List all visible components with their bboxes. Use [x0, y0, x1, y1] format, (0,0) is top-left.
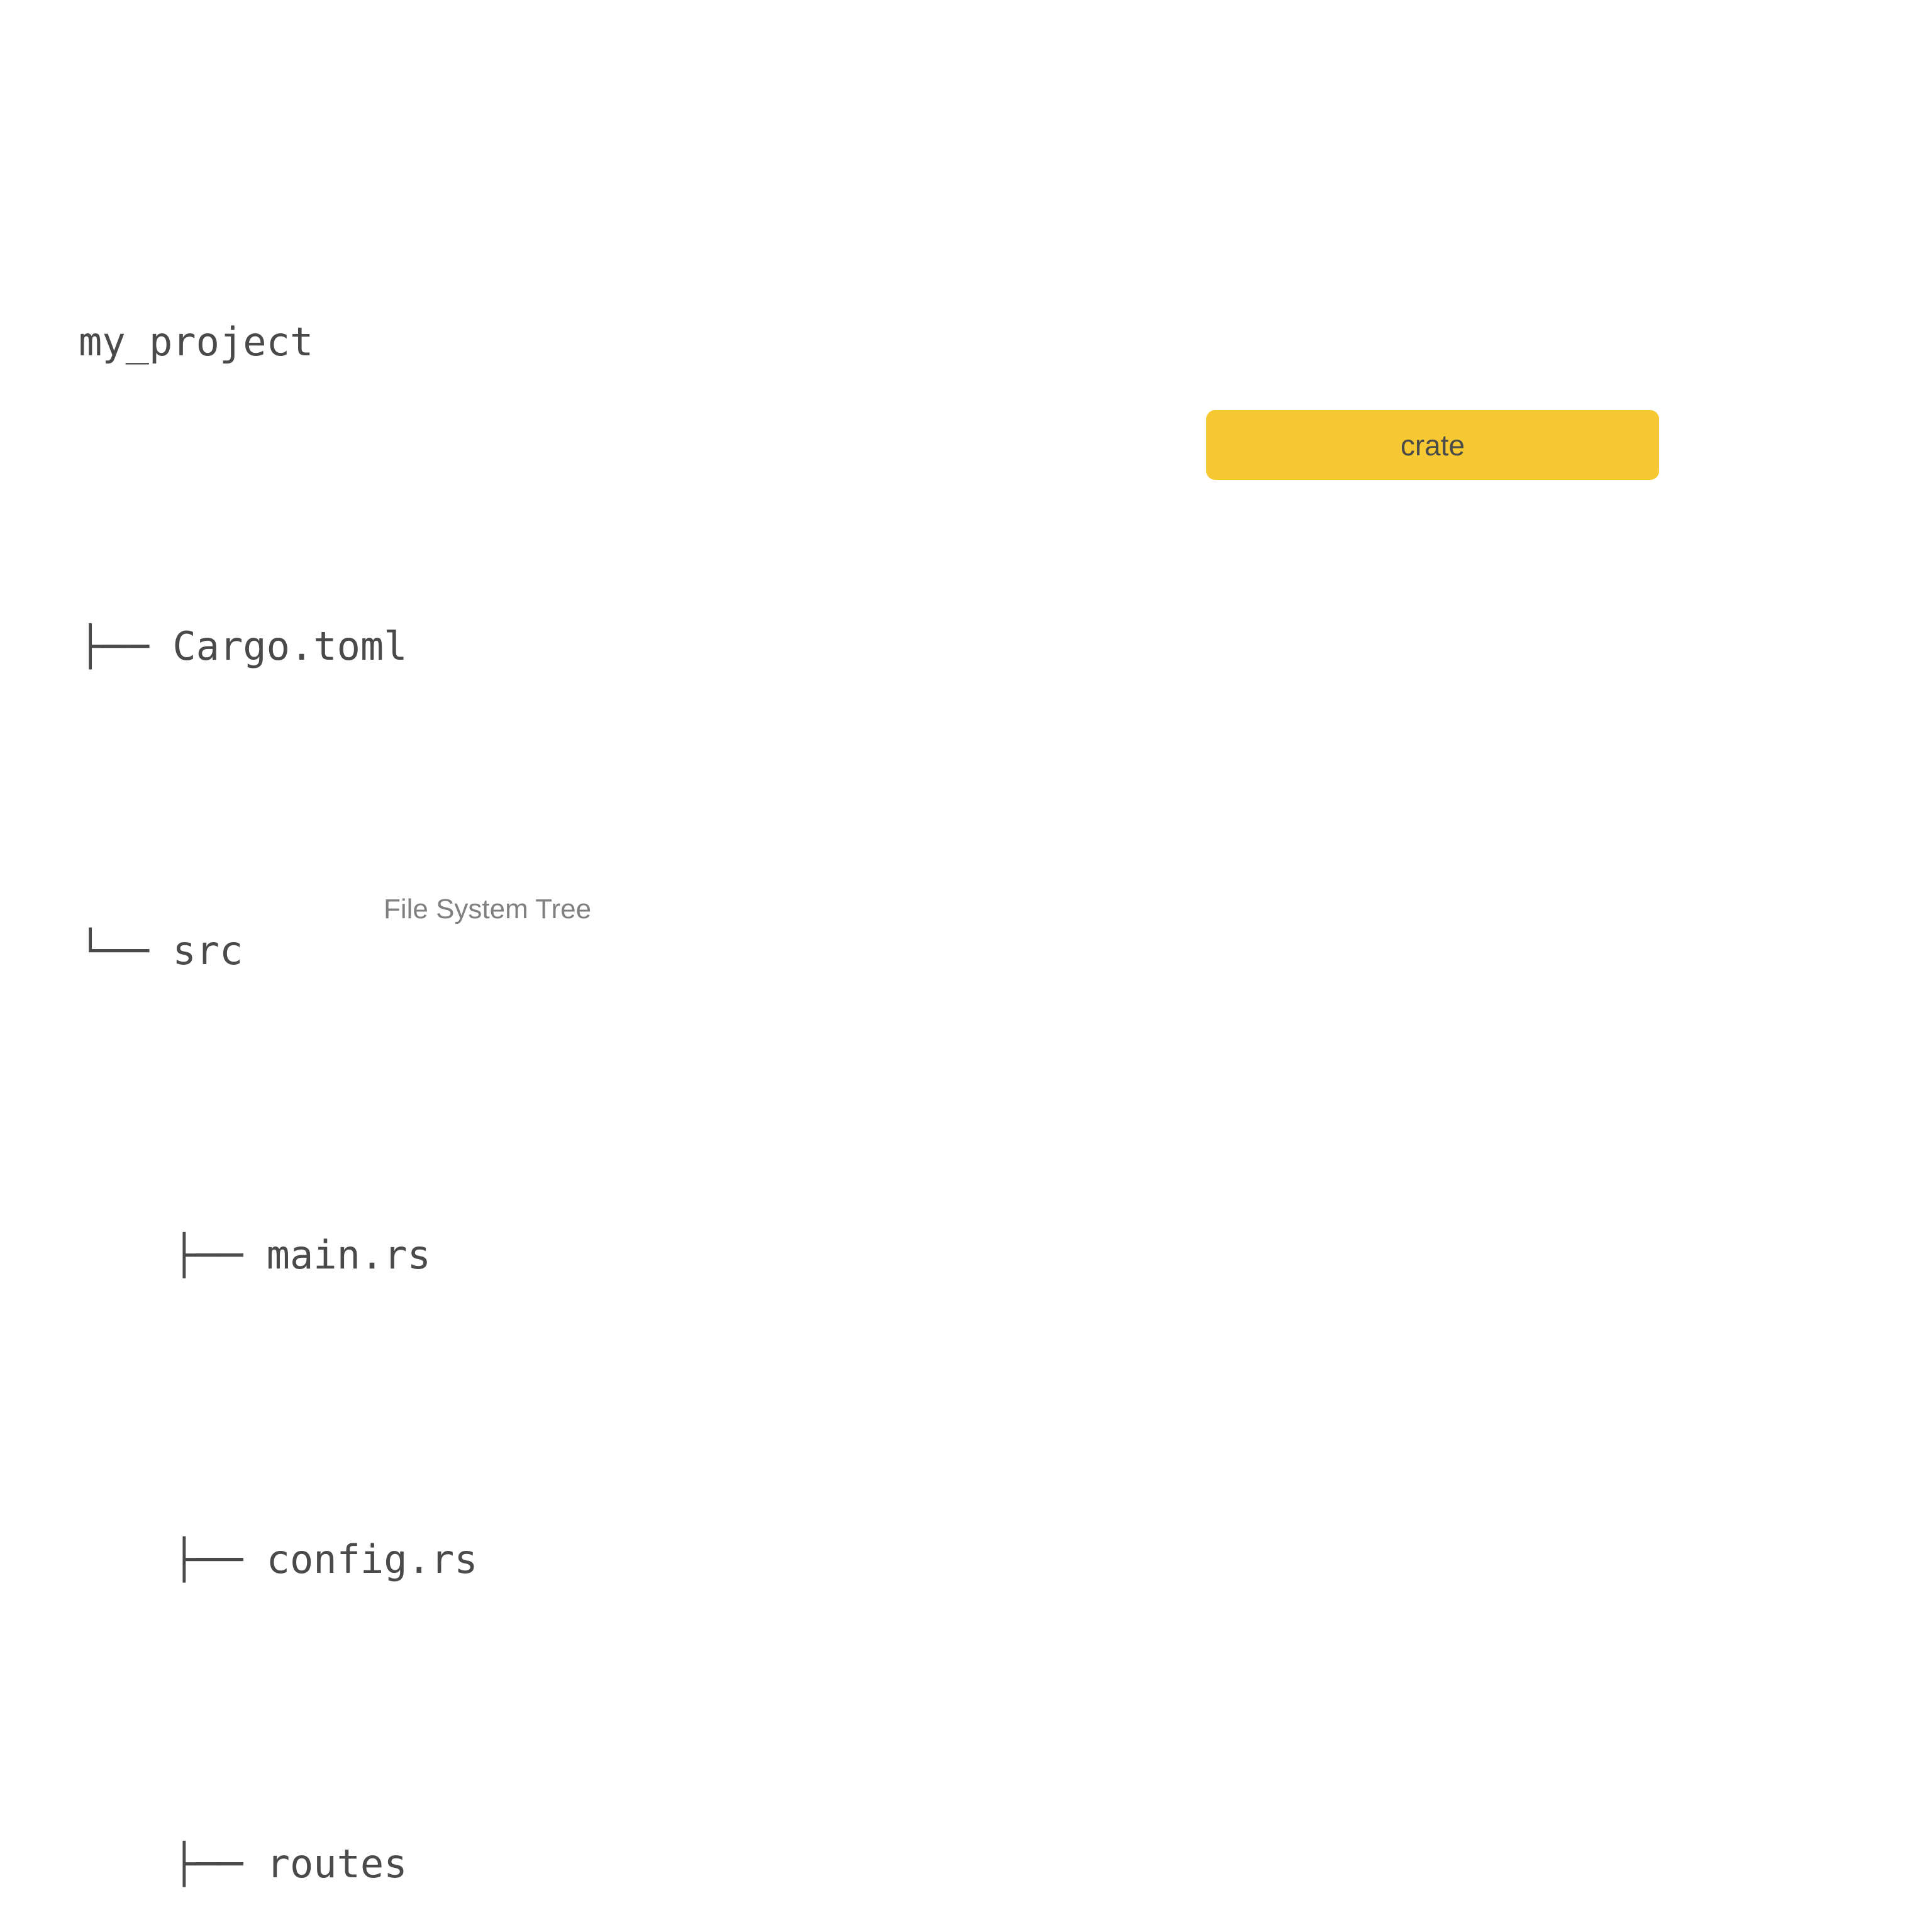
diagram-canvas: my_project ├── Cargo.toml └── src ├── ma… — [0, 0, 1932, 1887]
tree-connector: ├── — [79, 1841, 267, 1887]
file-system-tree-caption: File System Tree — [0, 896, 966, 923]
tree-row[interactable]: ├── main.rs — [79, 1217, 713, 1293]
file-system-tree-panel: my_project ├── Cargo.toml └── src ├── ma… — [0, 0, 966, 1887]
tree-connector: ├── — [79, 623, 173, 669]
tree-node-label: main.rs — [266, 1232, 431, 1278]
tree-row[interactable]: my_project — [79, 304, 713, 380]
tree-connector: ├── — [79, 1536, 267, 1582]
file-system-tree: my_project ├── Cargo.toml └── src ├── ma… — [79, 75, 713, 1932]
tree-row[interactable]: ├── config.rs — [79, 1521, 713, 1597]
tree-node-label: src — [172, 928, 243, 974]
module-node-crate[interactable]: crate — [1206, 410, 1659, 480]
tree-connector: └── — [79, 928, 173, 974]
tree-node-label: config.rs — [266, 1536, 478, 1582]
module-node-label: crate — [1400, 428, 1465, 462]
tree-row[interactable]: ├── Cargo.toml — [79, 608, 713, 684]
tree-row[interactable]: ├── routes — [79, 1826, 713, 1902]
tree-connector: ├── — [79, 1232, 267, 1278]
tree-node-label: Cargo.toml — [172, 623, 408, 669]
module-system-tree-panel: crate Module System Tree — [966, 0, 1932, 966]
tree-node-label: my_project — [79, 319, 314, 365]
module-system-tree: crate — [1206, 410, 1659, 480]
caption-text: File System Tree — [383, 894, 592, 924]
tree-node-label: routes — [266, 1841, 408, 1887]
